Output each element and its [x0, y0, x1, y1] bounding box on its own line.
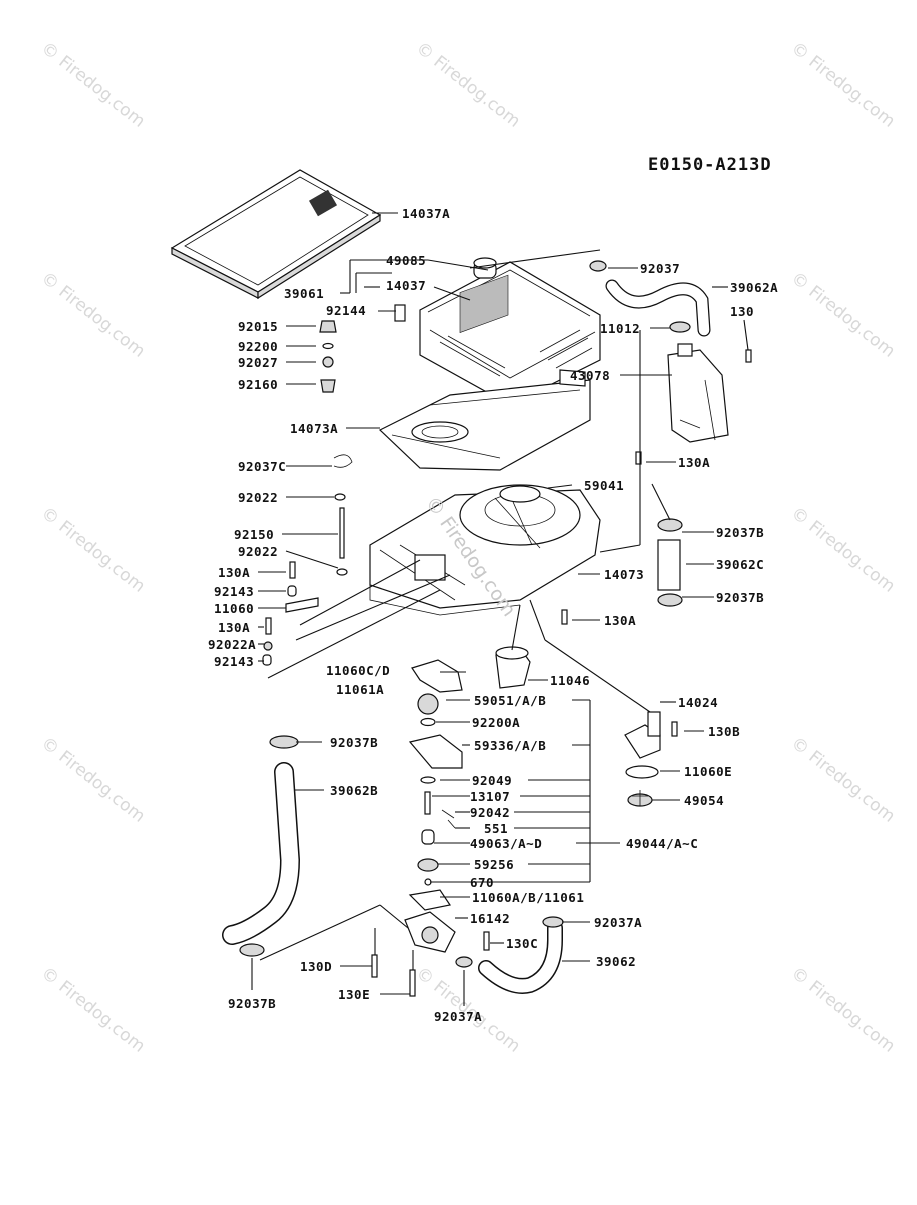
label-39062: 39062 [596, 954, 636, 969]
label-11060e: 11060E [684, 764, 732, 779]
label-670: 670 [470, 875, 494, 890]
label-130: 130 [730, 304, 754, 319]
watermark: © Firedog.com [37, 503, 149, 597]
label-92022a: 92022A [208, 637, 256, 652]
label-49085: 49085 [386, 253, 426, 268]
label-14024: 14024 [678, 695, 718, 710]
label-92144: 92144 [326, 303, 366, 318]
watermark: © Firedog.com [37, 38, 149, 132]
watermark: © Firedog.com [787, 38, 899, 132]
part-fasteners-left [262, 320, 353, 666]
label-130c: 130C [506, 936, 538, 951]
label-39061: 39061 [284, 286, 324, 301]
label-11060: 11060 [214, 601, 254, 616]
part-hose-39062c [657, 539, 681, 591]
label-49063: 49063/A~D [470, 836, 542, 851]
label-92037b: 92037B [716, 525, 764, 540]
label-92037b: 92037B [716, 590, 764, 605]
part-clamps [239, 260, 691, 968]
label-92143: 92143 [214, 584, 254, 599]
label-92022: 92022 [238, 544, 278, 559]
label-130a: 130A [604, 613, 636, 628]
watermark: © Firedog.com [37, 268, 149, 362]
label-92015: 92015 [238, 319, 278, 334]
label-130a: 130A [218, 620, 250, 635]
label-130a: 130A [218, 565, 250, 580]
watermark: © Firedog.com [412, 38, 524, 132]
label-59041: 59041 [584, 478, 624, 493]
label-59051: 59051/A/B [474, 693, 546, 708]
label-92037b: 92037B [330, 735, 378, 750]
label-92143: 92143 [214, 654, 254, 669]
part-pump-housing-11046 [495, 646, 531, 689]
label-11060a-b-11061: 11060A/B/11061 [472, 890, 584, 905]
watermark: © Firedog.com [787, 733, 899, 827]
watermark: © Firedog.com [37, 733, 149, 827]
label-92037a: 92037A [594, 915, 642, 930]
label-14037: 14037 [386, 278, 426, 293]
label-130d: 130D [300, 959, 332, 974]
diagram-code: E0150-A213D [648, 155, 772, 175]
leader-lines [251, 212, 749, 1006]
label-92160: 92160 [238, 377, 278, 392]
label-13107: 13107 [470, 789, 510, 804]
part-labels: 14037A 49085 14037 39061 92144 92037 390… [208, 206, 778, 1024]
label-92037b: 92037B [228, 996, 276, 1011]
label-14073a: 14073A [290, 421, 338, 436]
part-shroud-main [369, 484, 601, 616]
watermark: © Firedog.com [37, 963, 149, 1057]
label-39062b: 39062B [330, 783, 378, 798]
part-reservoir [667, 343, 729, 443]
label-11060c-d: 11060C/D [326, 663, 390, 678]
label-59336: 59336/A/B [474, 738, 546, 753]
watermark: © Firedog.com [787, 963, 899, 1057]
label-92037a: 92037A [434, 1009, 482, 1024]
label-92200: 92200 [238, 339, 278, 354]
label-130e: 130E [338, 987, 370, 1002]
label-49054: 49054 [684, 793, 724, 808]
watermark: © Firedog.com [787, 503, 899, 597]
label-130b: 130B [708, 724, 740, 739]
part-bolts [371, 349, 752, 997]
label-92200a: 92200A [472, 715, 520, 730]
label-16142: 16142 [470, 911, 510, 926]
label-14073: 14073 [604, 567, 644, 582]
label-59256: 59256 [474, 857, 514, 872]
label-92022: 92022 [238, 490, 278, 505]
label-14037a: 14037A [402, 206, 450, 221]
label-551: 551 [484, 821, 508, 836]
label-92150: 92150 [234, 527, 274, 542]
label-11046: 11046 [550, 673, 590, 688]
label-49044: 49044/A~C [626, 836, 698, 851]
label-92049: 92049 [472, 773, 512, 788]
label-43078: 43078 [570, 368, 610, 383]
part-thermostat-cover [624, 711, 661, 807]
label-130a: 130A [678, 455, 710, 470]
label-92027: 92027 [238, 355, 278, 370]
part-pump-components [404, 659, 463, 953]
watermark: © Firedog.com [787, 268, 899, 362]
part-cover-14037a [170, 169, 382, 300]
label-39062a: 39062A [730, 280, 778, 295]
label-11061a: 11061A [336, 682, 384, 697]
part-shroud-upper [378, 369, 591, 471]
label-92042: 92042 [470, 805, 510, 820]
label-92037c: 92037C [238, 459, 286, 474]
label-92037: 92037 [640, 261, 680, 276]
label-39062c: 39062C [716, 557, 764, 572]
label-11012: 11012 [600, 321, 640, 336]
